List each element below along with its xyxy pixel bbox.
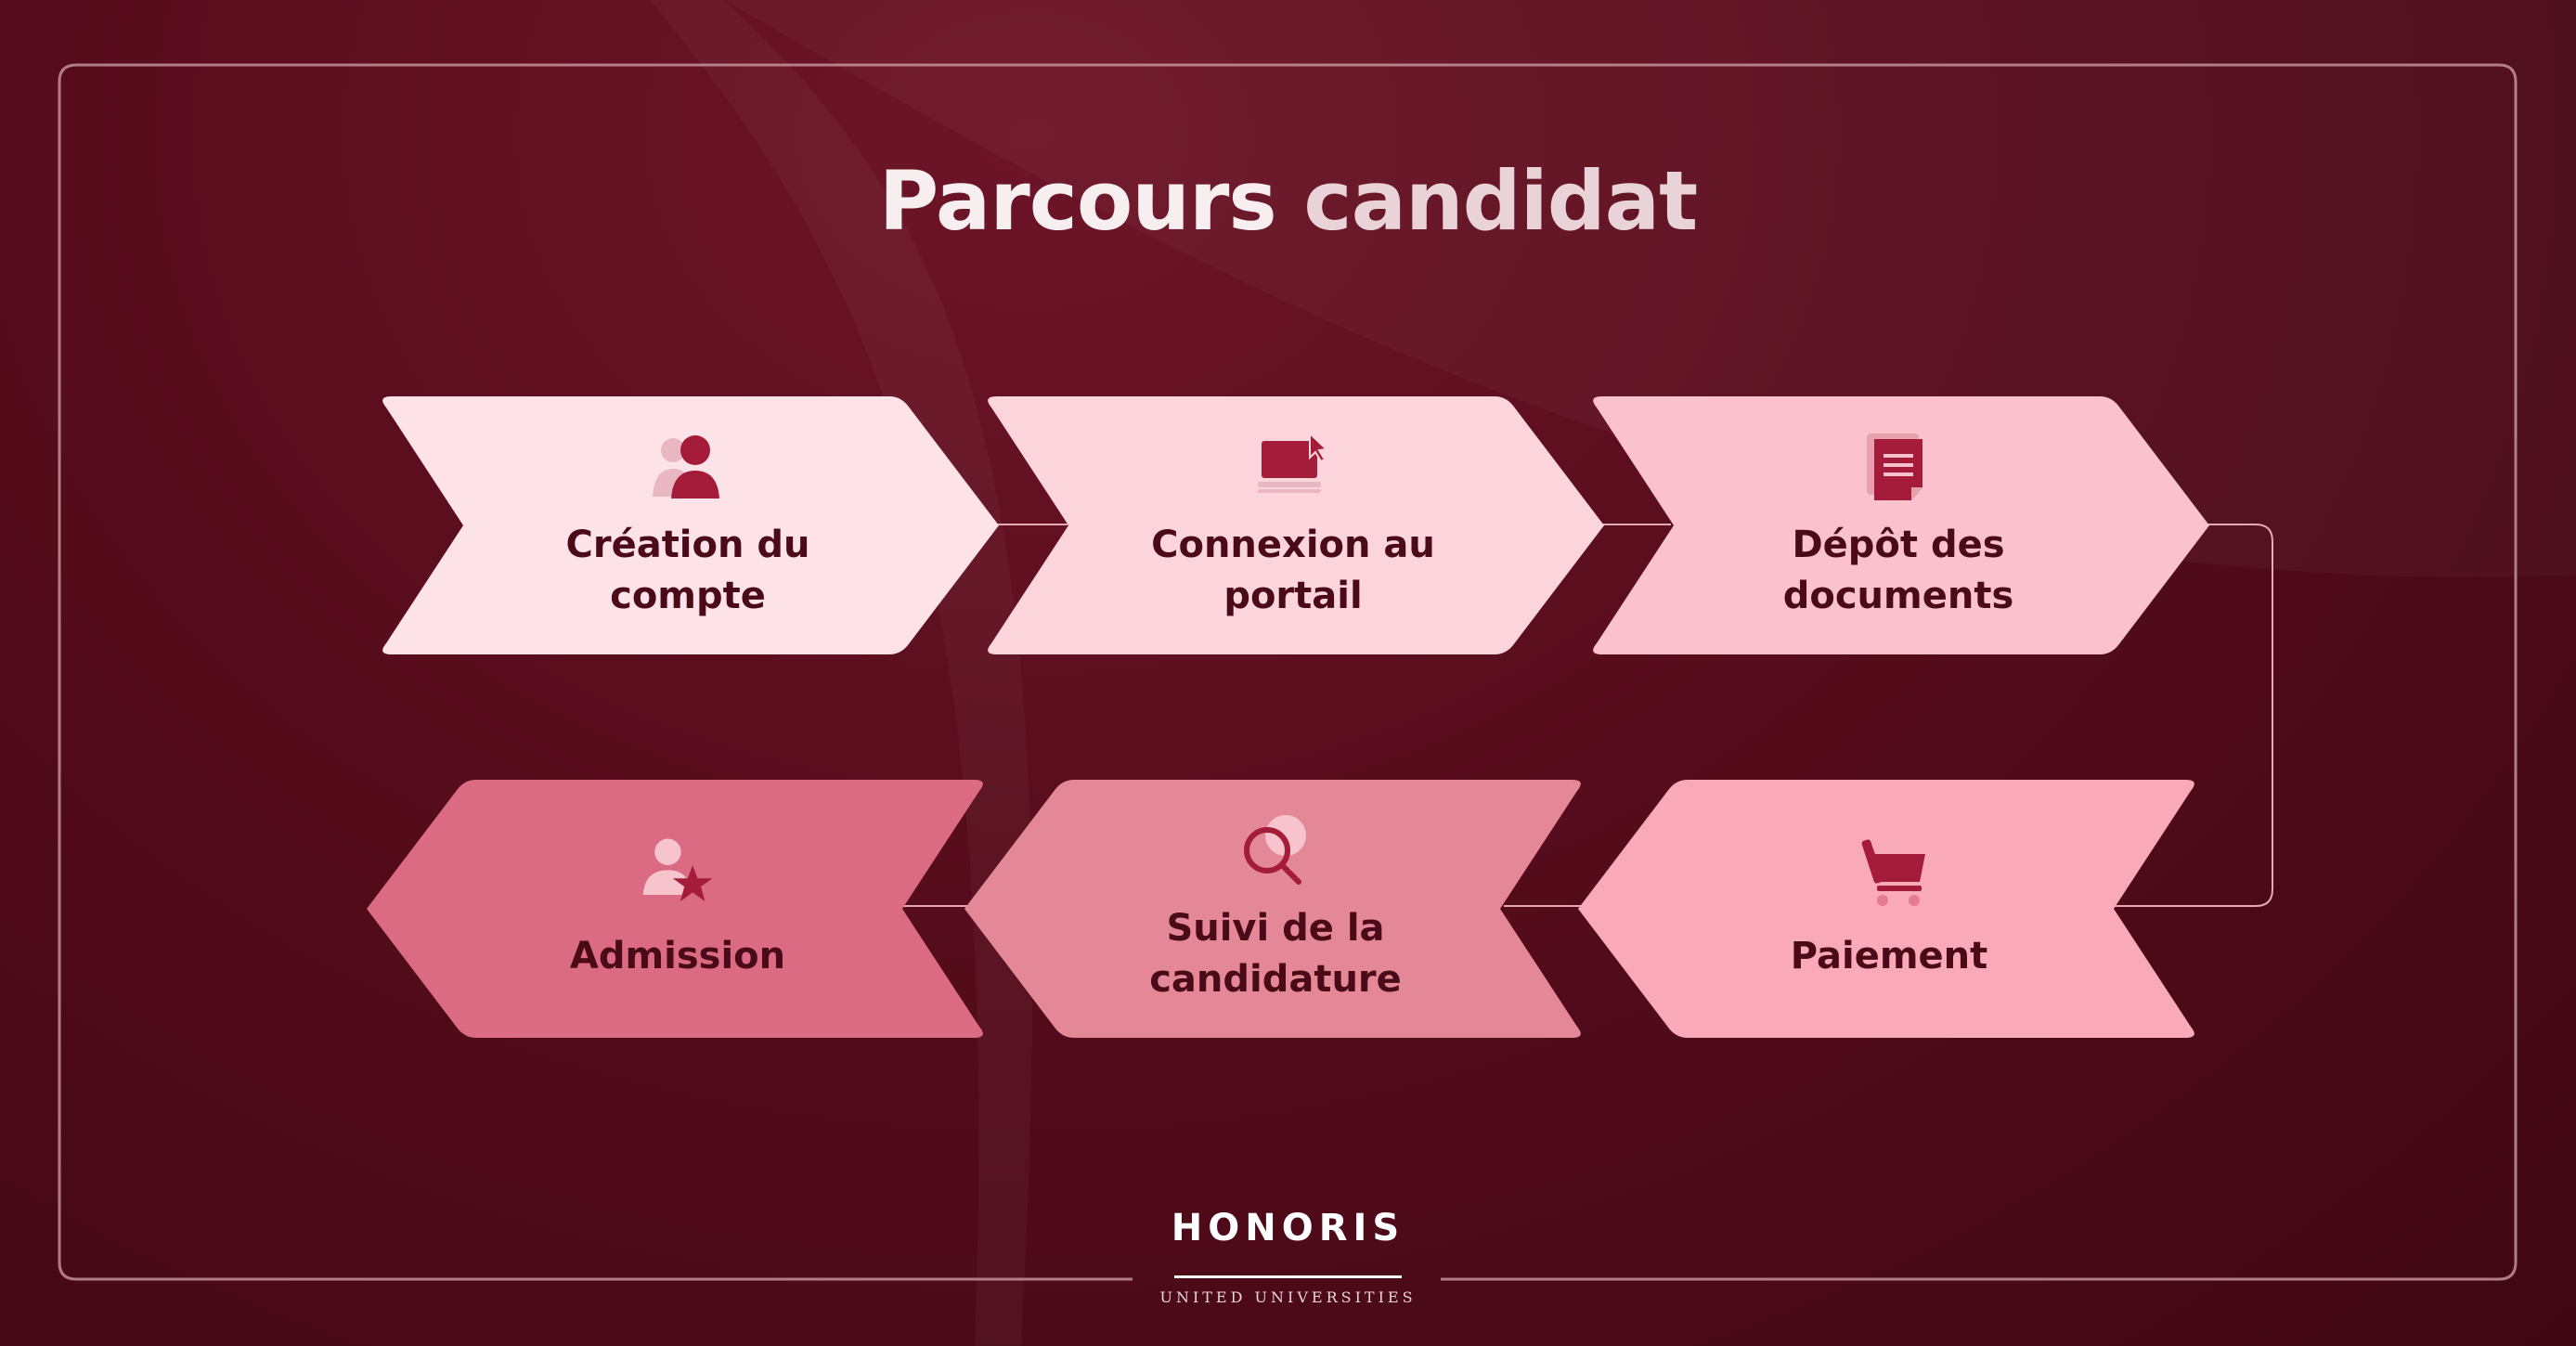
step-label-line1: Suivi de la <box>1166 907 1385 950</box>
step-paiement: Paiement <box>1576 778 2202 1040</box>
step-label-line1: Connexion au <box>1151 524 1435 566</box>
chevron-shape <box>382 396 1000 654</box>
logo-wordmark: HONORIS <box>1171 1207 1405 1249</box>
step-suivi-candidature: Suivi de la candidature <box>963 778 1588 1040</box>
logo-rule <box>1174 1275 1402 1278</box>
magnifier-icon <box>1244 815 1306 885</box>
user-star-icon <box>642 838 713 902</box>
step-label-line2: portail <box>1223 575 1363 617</box>
step-depot-documents: Dépôt des documents <box>1586 395 2211 656</box>
chevron-shape <box>1593 396 2209 654</box>
step-label-line1: Admission <box>569 935 786 977</box>
chevron-shape <box>964 780 1581 1038</box>
user-group-icon <box>653 435 719 498</box>
chevron-shape <box>367 780 983 1038</box>
page-title: Parcours candidat <box>878 153 1698 249</box>
logo-subtitle: UNITED UNIVERSITIES <box>1159 1288 1417 1306</box>
honoris-logo: HONORIS UNITED UNIVERSITIES <box>1137 1207 1439 1309</box>
step-label-line2: compte <box>610 575 766 617</box>
document-icon <box>1867 434 1922 500</box>
step-label-line2: candidature <box>1149 958 1402 1001</box>
step-label-line1: Paiement <box>1790 935 1988 977</box>
chevron-shape <box>1578 780 2194 1038</box>
step-connexion-portail: Connexion au portail <box>980 395 1606 656</box>
step-label-line2: documents <box>1782 575 2014 617</box>
step-label-line1: Création du <box>565 524 810 566</box>
step-admission: Admission <box>365 778 990 1040</box>
chevron-shape <box>988 396 1604 654</box>
shopping-cart-icon <box>1857 839 1925 906</box>
step-creation-compte: Création du compte <box>375 395 1001 656</box>
laptop-cursor-icon <box>1258 431 1329 493</box>
step-label-line1: Dépôt des <box>1792 524 2005 566</box>
